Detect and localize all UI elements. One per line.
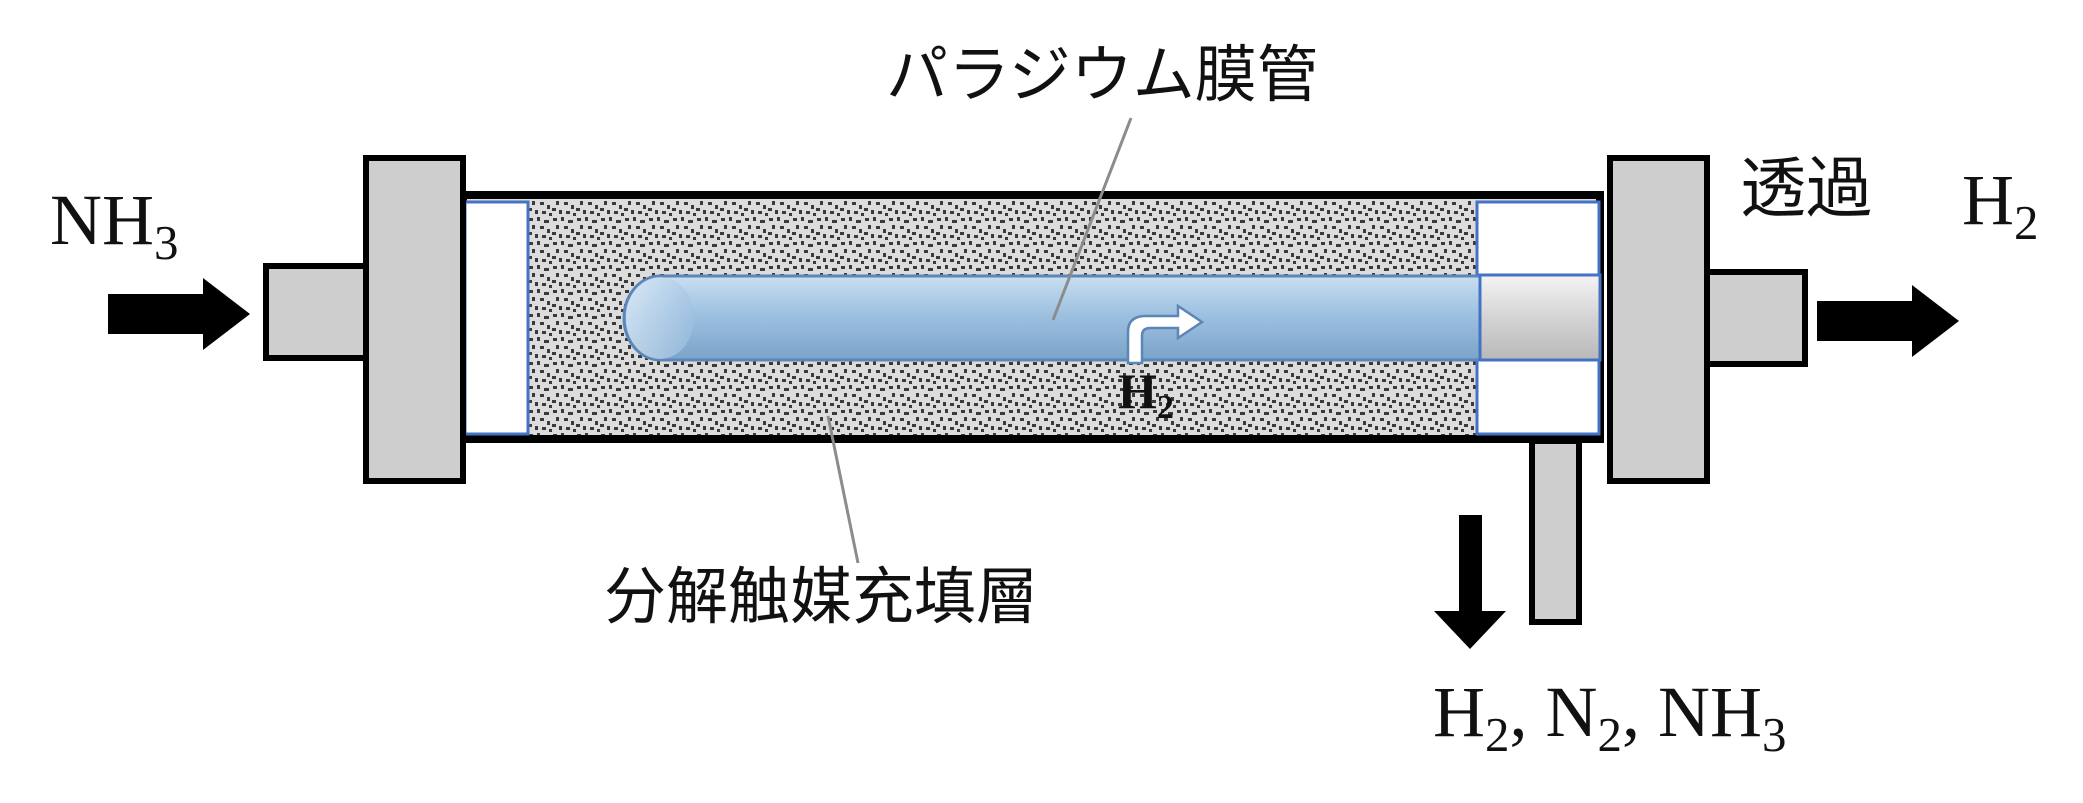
- membrane-h2-formula: H: [1118, 363, 1157, 419]
- h2-permeation-arrow: [1126, 303, 1205, 365]
- catalyst-layer-text: 分解触媒充填層: [604, 560, 1039, 633]
- inlet-arrow: [108, 278, 250, 350]
- palladium-membrane-tube: [622, 274, 1482, 362]
- retentate-pipe: [1529, 438, 1582, 625]
- tube-closed-end: [626, 277, 694, 359]
- retentate-nh3: NH: [1657, 672, 1762, 752]
- membrane-leader-line: [1051, 117, 1133, 321]
- retentate-n2: N: [1545, 672, 1598, 752]
- permeate-arrow: [1817, 285, 1959, 357]
- inlet-formula: NH: [50, 180, 154, 260]
- retentate-h2-subscript: 2: [1485, 706, 1510, 762]
- membrane-tube-text: パラジウム膜管: [886, 38, 1319, 111]
- left-flange: [363, 155, 466, 484]
- inlet-nozzle: [263, 263, 369, 361]
- catalyst-layer-label: 分解触媒充填層: [604, 566, 1038, 628]
- retentate-nh3-subscript: 3: [1761, 706, 1787, 762]
- retentate-label: H2, N2, NH3: [1433, 676, 1786, 759]
- left-inner-plug: [463, 200, 530, 436]
- catalyst-leader-line: [826, 415, 860, 564]
- permeate-h2-label: H2: [1962, 164, 2038, 247]
- inlet-label: NH3: [50, 184, 178, 267]
- retentate-h2: H: [1433, 672, 1485, 752]
- permeate-word: 透過: [1740, 150, 1872, 227]
- right-flange: [1607, 155, 1710, 484]
- permeate-word-label: 透過: [1740, 156, 1872, 222]
- tube-outlet-plug: [1478, 273, 1602, 362]
- permeate-formula: H: [1962, 160, 2014, 240]
- permeate-formula-subscript: 2: [2014, 194, 2039, 250]
- retentate-arrow: [1434, 515, 1506, 649]
- retentate-separator-1: ,: [1509, 672, 1546, 752]
- retentate-separator-2: ,: [1621, 672, 1658, 752]
- membrane-tube-label: パラジウム膜管: [886, 44, 1319, 106]
- retentate-n2-subscript: 2: [1597, 706, 1622, 762]
- permeate-nozzle: [1704, 269, 1808, 367]
- membrane-h2-subscript: 2: [1156, 389, 1174, 427]
- inlet-formula-subscript: 3: [154, 214, 179, 270]
- membrane-h2-label: H2: [1118, 363, 1174, 425]
